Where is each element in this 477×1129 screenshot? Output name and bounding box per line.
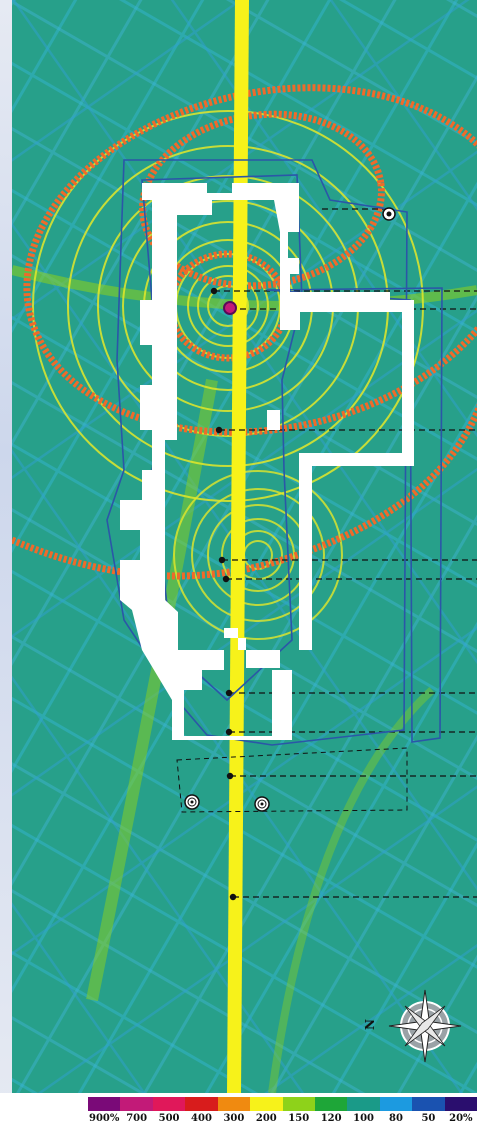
- energy-map: N: [12, 0, 477, 1093]
- legend-label: 400: [191, 1113, 212, 1124]
- north-label: N: [363, 1019, 377, 1030]
- secondary-axis-right: [268, 687, 435, 1093]
- legend-label: 120: [320, 1113, 342, 1124]
- legend-labels: 900% 700 500 400 300 200 150 120 100 80 50 20%: [88, 1111, 477, 1127]
- reference-lines: [214, 208, 477, 898]
- legend-swatch: [412, 1097, 445, 1111]
- compass-rose-icon: [388, 989, 462, 1063]
- main-energy-axis: [227, 0, 249, 1093]
- legend-label: 100: [353, 1113, 375, 1124]
- legend-swatch: [314, 1097, 348, 1111]
- concentric-circle-marker-icon: [254, 796, 270, 812]
- legend-swatch: [185, 1097, 218, 1111]
- black-dot-marker-icon: [210, 287, 237, 901]
- focus-marker-icon: [223, 301, 237, 315]
- legend-label: 50: [421, 1113, 436, 1124]
- legend-label: 500: [158, 1113, 180, 1124]
- survey-point-markers: [184, 207, 396, 812]
- legend-label: 80: [389, 1113, 403, 1124]
- legend-swatch: [152, 1097, 186, 1111]
- isoline-mid: [139, 110, 385, 290]
- legend-label: 900%: [89, 1113, 120, 1124]
- legend-swatch: [120, 1097, 153, 1111]
- legend-swatch: [379, 1097, 413, 1111]
- legend-swatch: [250, 1097, 283, 1111]
- lower-energy-rings: [173, 470, 343, 640]
- legend-label: 700: [126, 1113, 148, 1124]
- legend-swatch: [347, 1097, 380, 1111]
- legend-label: 150: [288, 1113, 310, 1124]
- floor-plan-walls: [120, 183, 414, 740]
- legend-swatch: [217, 1097, 251, 1111]
- legend-label: 20%: [449, 1113, 473, 1124]
- concentric-circle-marker-icon: [382, 207, 396, 221]
- legend-label: 200: [255, 1113, 277, 1124]
- concentric-circle-marker-icon: [184, 794, 200, 810]
- map-viewport[interactable]: N: [12, 0, 477, 1093]
- legend-swatch: [88, 1097, 121, 1111]
- legend-color-bar: [88, 1097, 477, 1111]
- legend-swatch: [282, 1097, 315, 1111]
- color-scale-legend: 900% 700 500 400 300 200 150 120 100 80 50 20%: [0, 1093, 477, 1129]
- legend-swatch: [444, 1097, 477, 1111]
- legend-label: 300: [223, 1113, 245, 1124]
